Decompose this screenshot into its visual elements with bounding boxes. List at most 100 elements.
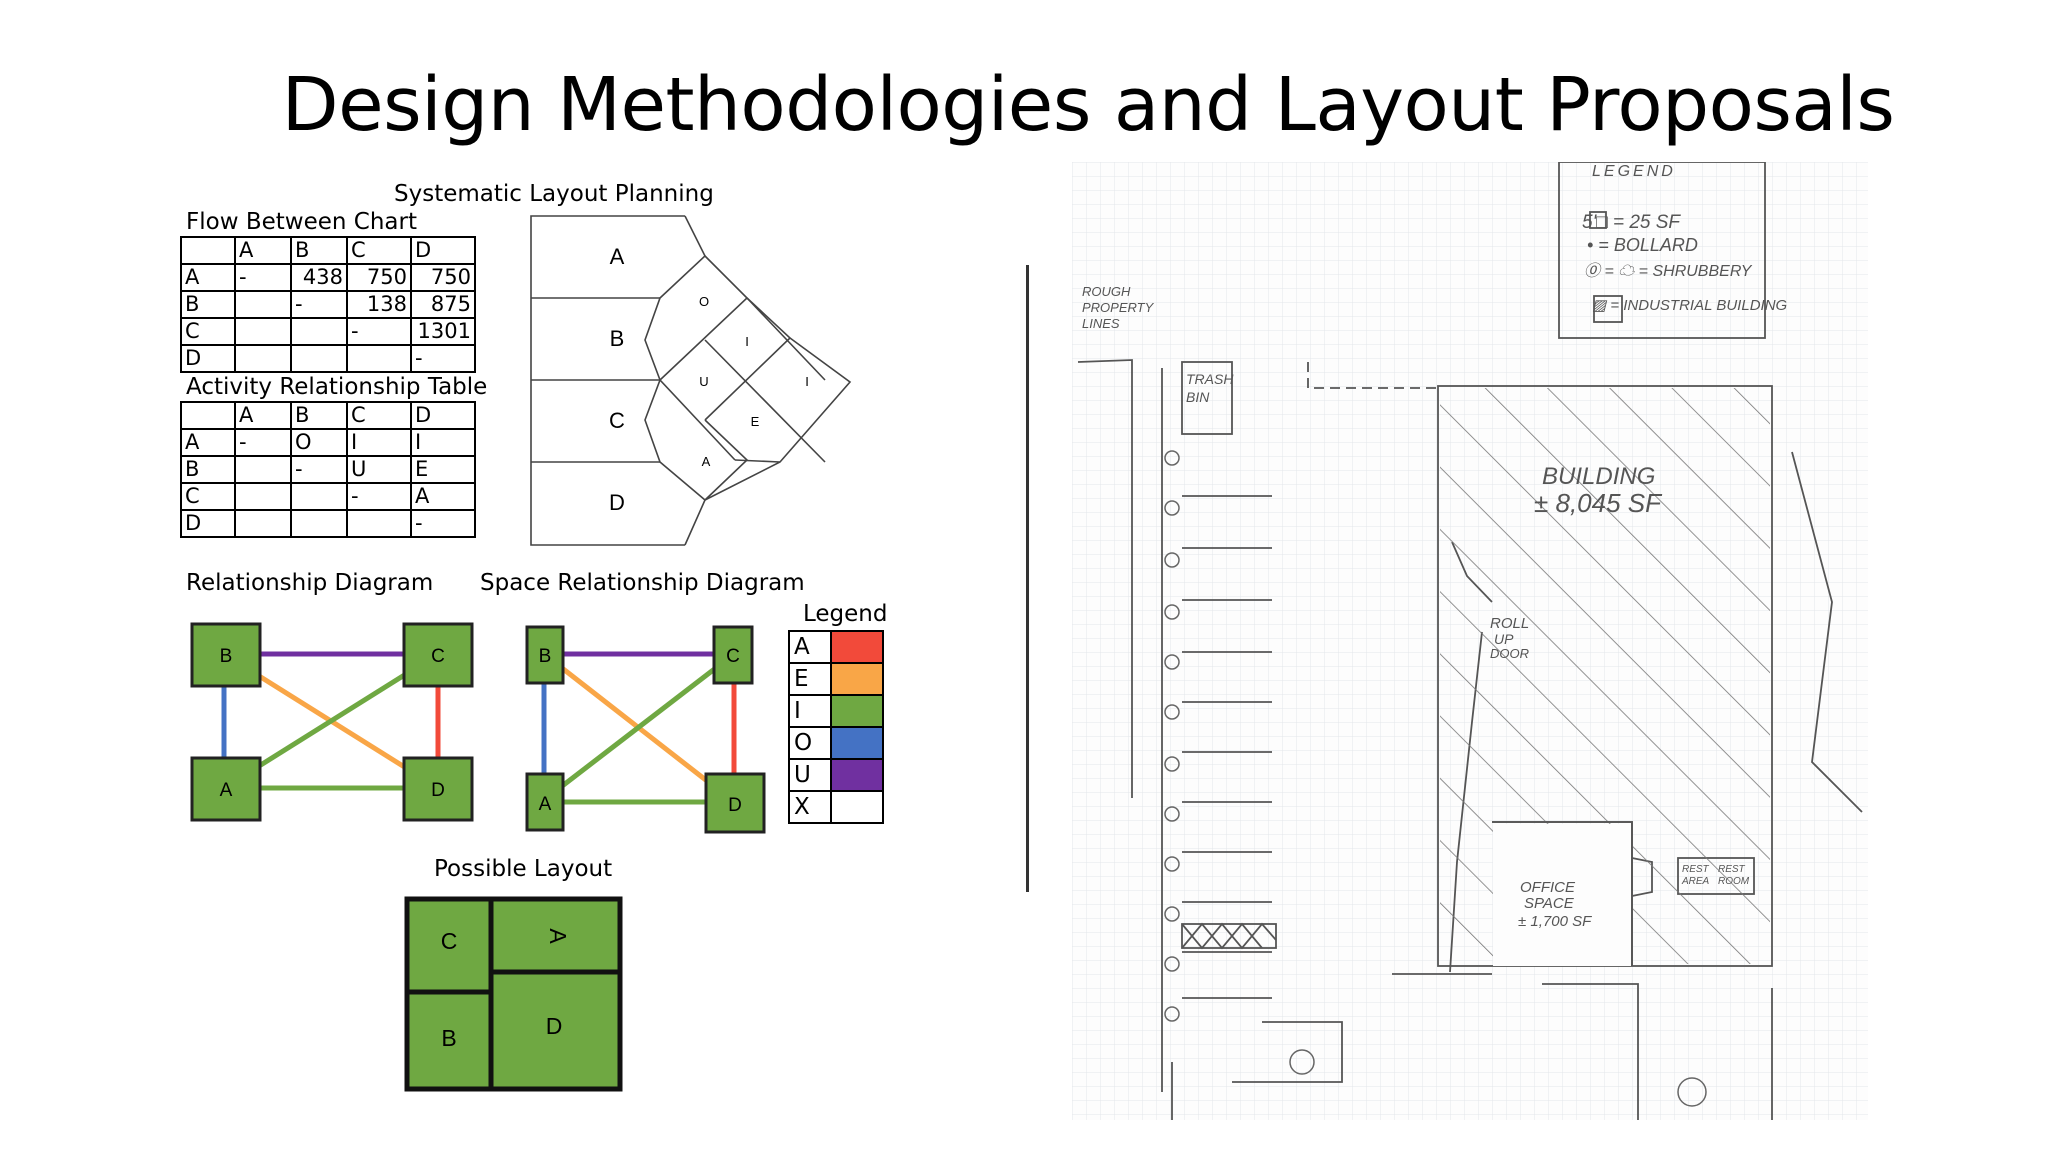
activity-cell xyxy=(290,509,348,538)
legend-swatch xyxy=(830,694,884,728)
activity-cell: D xyxy=(410,401,476,430)
legend-code: U xyxy=(788,758,832,792)
activity-cell xyxy=(290,482,348,511)
rd-node-c: C xyxy=(431,646,445,667)
property-label-1: ROUGH xyxy=(1082,284,1131,299)
legend-row: A xyxy=(788,630,884,664)
flow-chart-caption: Flow Between Chart xyxy=(186,209,417,235)
site-legend-line-2: • = BOLLARD xyxy=(1587,235,1698,255)
rd-node-b: B xyxy=(220,646,233,667)
rd-node-a: A xyxy=(220,780,233,801)
flow-cell: A xyxy=(180,263,236,292)
arc-dept-b: B xyxy=(610,326,625,351)
flow-cell: - xyxy=(290,290,348,319)
site-plan-sketch: LEGEND 5'□ = 25 SF • = BOLLARD ⓪ = ☁ = S… xyxy=(1072,162,1868,1120)
legend-code: I xyxy=(788,694,832,728)
activity-table-caption: Activity Relationship Table xyxy=(186,374,488,400)
arc-code-bc: U xyxy=(699,374,708,389)
srd-node-c: C xyxy=(726,646,740,667)
flow-cell: D xyxy=(180,344,236,373)
activity-cell: B xyxy=(290,401,348,430)
property-label-2: PROPERTY xyxy=(1082,300,1155,315)
activity-cell: E xyxy=(410,455,476,484)
building-label-2: ± 8,045 SF xyxy=(1534,488,1663,518)
srd-node-b: B xyxy=(539,646,552,667)
activity-cell: I xyxy=(410,428,476,457)
shrubbery-icons xyxy=(1164,450,1707,1107)
slide-title: Design Methodologies and Layout Proposal… xyxy=(281,62,1895,148)
flow-cell xyxy=(234,317,292,346)
arc-dept-a: A xyxy=(610,244,625,269)
activity-cell: A xyxy=(410,482,476,511)
legend-code: E xyxy=(788,662,832,696)
activity-row: C-A xyxy=(180,482,476,511)
flow-cell: - xyxy=(234,263,292,292)
layout-block-b: B xyxy=(441,1025,456,1051)
activity-cell: A xyxy=(234,401,292,430)
flow-cell: 750 xyxy=(346,263,412,292)
trash-label-1: TRASH xyxy=(1186,371,1234,387)
rest-room-label-2: ROOM xyxy=(1718,876,1750,887)
flow-cell: A xyxy=(234,236,292,265)
flow-cell: 750 xyxy=(410,263,476,292)
activity-cell: C xyxy=(346,401,412,430)
roll-up-label-3: DOOR xyxy=(1490,646,1529,661)
legend-code: X xyxy=(788,790,832,824)
flow-cell: B xyxy=(180,290,236,319)
legend-row: U xyxy=(788,758,884,792)
arc-code-ad: I xyxy=(805,374,809,389)
flow-cell: 438 xyxy=(290,263,348,292)
activity-cell xyxy=(346,509,412,538)
legend-swatch xyxy=(830,790,884,824)
layout-block-c: C xyxy=(441,928,458,954)
flow-cell: 1301 xyxy=(410,317,476,346)
activity-cell xyxy=(180,401,236,430)
rd-node-d: D xyxy=(431,780,445,801)
flow-cell xyxy=(346,344,412,373)
legend-swatch xyxy=(830,758,884,792)
relationship-diagram-caption: Relationship Diagram xyxy=(186,570,434,596)
roll-up-label-2: UP xyxy=(1494,631,1514,647)
activity-cell: A xyxy=(180,428,236,457)
legend-row: I xyxy=(788,694,884,728)
flow-cell: C xyxy=(180,317,236,346)
site-legend-line-4: ▨ = INDUSTRIAL BUILDING xyxy=(1592,297,1788,314)
activity-cell: D xyxy=(180,509,236,538)
flow-row: D- xyxy=(180,344,476,373)
flow-cell: - xyxy=(346,317,412,346)
rest-room-label-1: REST xyxy=(1718,864,1746,875)
activity-cell: - xyxy=(410,509,476,538)
flow-cell: C xyxy=(346,236,412,265)
layout-block-d: D xyxy=(546,1013,563,1039)
layout-block-a: A xyxy=(545,928,571,944)
arc-code-ac: I xyxy=(745,334,749,349)
flow-cell: - xyxy=(410,344,476,373)
flow-cell xyxy=(234,344,292,373)
flow-cell: 138 xyxy=(346,290,412,319)
flow-cell xyxy=(290,344,348,373)
slp-arc-chart: A B C D O I U I E A xyxy=(530,215,852,546)
slp-heading: Systematic Layout Planning xyxy=(394,181,714,207)
activity-cell: O xyxy=(290,428,348,457)
arc-code-bd: E xyxy=(751,414,760,429)
space-relationship-diagram-caption: Space Relationship Diagram xyxy=(480,570,805,596)
rest-area-label-1: REST xyxy=(1682,864,1710,875)
activity-cell: I xyxy=(346,428,412,457)
srd-node-d: D xyxy=(728,795,742,816)
site-legend-line-1: 5'□ = 25 SF xyxy=(1582,212,1681,233)
office-label-3: ± 1,700 SF xyxy=(1518,913,1592,930)
activity-cell: - xyxy=(234,428,292,457)
flow-cell xyxy=(234,290,292,319)
office-label-2: SPACE xyxy=(1524,895,1575,912)
legend-caption: Legend xyxy=(803,601,888,627)
activity-cell xyxy=(234,482,292,511)
legend-swatch xyxy=(830,726,884,760)
space-relationship-diagram: B C A D xyxy=(525,625,766,834)
activity-cell xyxy=(234,509,292,538)
